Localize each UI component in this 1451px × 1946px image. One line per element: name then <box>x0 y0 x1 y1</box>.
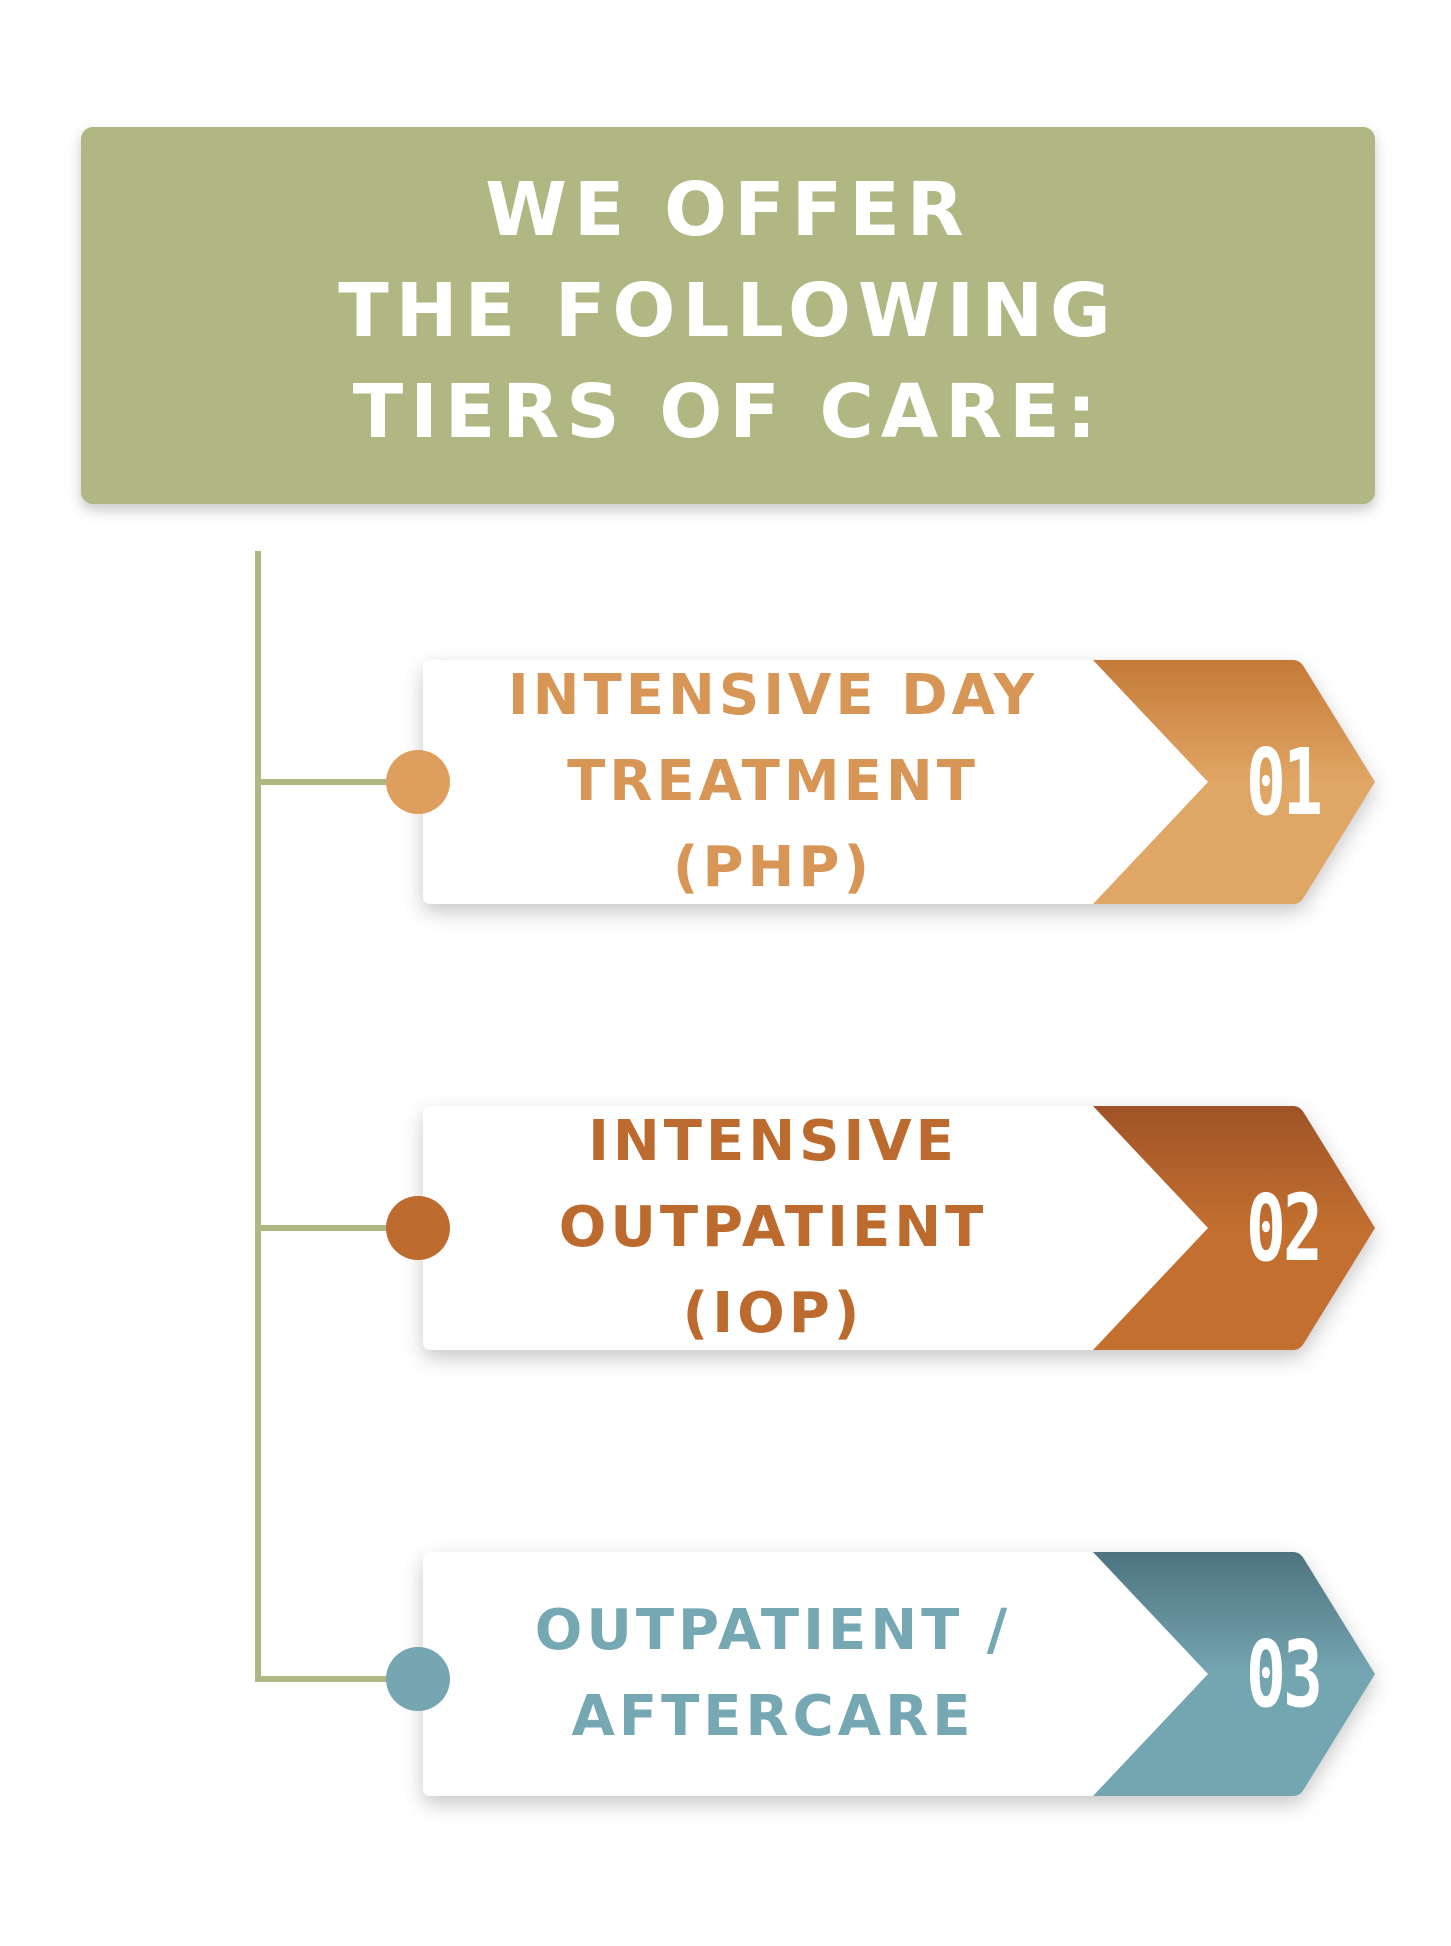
tier-label-1: INTENSIVE DAY TREATMENT (PHP) <box>507 663 1039 900</box>
tier-number-1: 01 <box>1245 728 1323 836</box>
tier-card-1-shape <box>423 660 1375 904</box>
tier-card-2: INTENSIVE OUTPATIENT (IOP) 02 <box>423 1106 1383 1350</box>
tier-card-3-shape <box>423 1552 1375 1796</box>
tier-panel-1 <box>423 660 1208 904</box>
tier-dot-2 <box>386 1196 450 1260</box>
header-banner: WE OFFER THE FOLLOWING TIERS OF CARE: <box>81 127 1375 504</box>
tier-number-3: 03 <box>1245 1620 1323 1728</box>
tier-label-2: INTENSIVE OUTPATIENT (IOP) <box>558 1109 988 1346</box>
tier-card-3: OUTPATIENT / AFTERCARE 03 <box>423 1552 1383 1796</box>
header-title: WE OFFER THE FOLLOWING TIERS OF CARE: <box>338 167 1118 455</box>
tier-card-2-shape <box>423 1106 1375 1350</box>
tier-dot-1 <box>386 750 450 814</box>
tier-panel-2 <box>423 1106 1208 1350</box>
tier-label-3: OUTPATIENT / AFTERCARE <box>534 1598 1012 1749</box>
tier-card-1: INTENSIVE DAY TREATMENT (PHP) 01 <box>423 660 1383 904</box>
tier-dot-3 <box>386 1647 450 1711</box>
tier-number-2: 02 <box>1245 1174 1323 1282</box>
tier-panel-3 <box>423 1552 1208 1796</box>
